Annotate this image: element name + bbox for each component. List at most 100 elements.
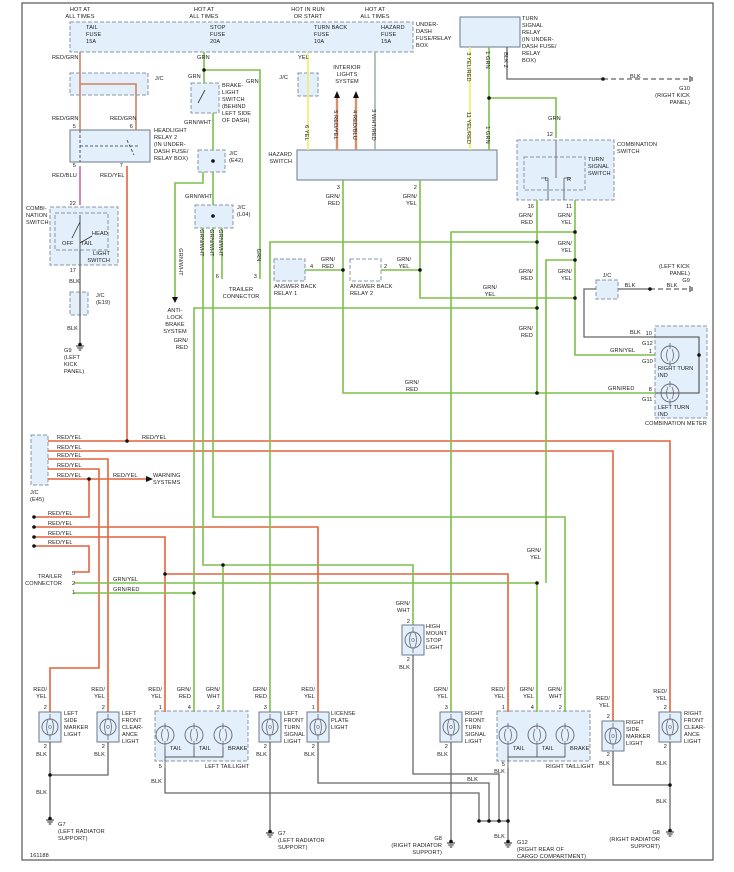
- label-line: LIGHT: [684, 739, 701, 745]
- label-line: SWITCH: [588, 171, 611, 177]
- wire-label: GRN/WHT: [548, 687, 563, 700]
- pin-number: 2: [72, 581, 75, 587]
- answer-back-relay-1: [273, 258, 306, 282]
- pin-number: 4: [310, 264, 313, 270]
- label-line: RELAY 1: [274, 291, 297, 297]
- label-line: RED: [176, 345, 188, 351]
- pin-number: 2: [414, 185, 417, 191]
- label-line: TURN: [522, 16, 538, 22]
- label-line: ALL TIMES: [65, 14, 94, 20]
- tail-label: TAIL: [513, 746, 525, 752]
- brake-label: BRAKE: [570, 746, 590, 752]
- label-line: GRN/: [253, 687, 268, 693]
- pin-number: 2: [102, 705, 105, 711]
- label-line: HIGH: [426, 624, 440, 630]
- label-line: RELAY 2: [154, 135, 177, 141]
- wire-label: RED/YEL: [57, 453, 82, 459]
- label-line: FUSE/RELAY: [416, 36, 452, 42]
- label-line: FUSE: [86, 32, 101, 38]
- jc-label: J/C: [279, 75, 288, 81]
- label-line: 15A: [86, 39, 96, 45]
- label-line: SYSTEM: [335, 79, 359, 85]
- high-mount-stop-bulb-icon: [401, 624, 425, 656]
- label-line: G7: [58, 822, 66, 828]
- label-line: J/C: [96, 293, 105, 299]
- wire-label: GRN/RED: [326, 194, 341, 207]
- label-line: SUPPORT): [630, 844, 660, 850]
- label-line: LOCK: [167, 315, 183, 321]
- label-line: YEL: [36, 694, 47, 700]
- pin-number: 5: [502, 762, 505, 768]
- pin-number: 8: [649, 387, 652, 393]
- label-line: SIGNAL: [284, 732, 305, 738]
- label-line: RED/: [33, 687, 47, 693]
- label-line: RED: [406, 387, 418, 393]
- label-line: ANCE: [684, 732, 700, 738]
- ground-icon-g8: [446, 839, 456, 848]
- label-line: YEL: [151, 694, 162, 700]
- label-line: J/C: [30, 490, 39, 496]
- label-line: TURN: [588, 157, 604, 163]
- right-front-clearance-bulb-icon: [658, 711, 682, 743]
- pin-number: 2: [664, 705, 667, 711]
- label-line: TRAILER: [38, 574, 62, 580]
- label-line: PLATE: [331, 718, 349, 724]
- wire-label: GRN/WHT: [177, 248, 183, 276]
- label-line: G8: [434, 836, 442, 842]
- label-line: STOP: [210, 25, 226, 31]
- label-line: GRN/: [206, 687, 221, 693]
- label-line: GRN/: [403, 194, 418, 200]
- label-line: (LEFT: [64, 355, 81, 361]
- wire-label: RED/GRN: [52, 55, 79, 61]
- ground-icon-g10: [689, 76, 693, 82]
- label-line: G9: [682, 278, 690, 284]
- ground-icon-g7: [265, 829, 275, 838]
- label-line: TURN: [465, 725, 481, 731]
- pin-number: 16: [528, 204, 534, 210]
- label-line: J/C: [229, 151, 238, 157]
- label-line: GRN/: [558, 269, 573, 275]
- label-line: TAIL: [86, 25, 98, 31]
- label-line: MARKER: [626, 734, 651, 740]
- wire-label: GRN/YEL: [113, 577, 138, 583]
- label-line: HEADLIGHT: [154, 128, 187, 134]
- jc-e45-label: J/C(E45): [30, 490, 44, 503]
- label-line: CARGO COMPARTMENT): [517, 854, 586, 860]
- label-line: WHT: [549, 694, 563, 700]
- lamps: [38, 342, 682, 768]
- wire-label: RED/YEL: [91, 687, 105, 700]
- pin-number: 2: [102, 744, 105, 750]
- label-line: YEL: [304, 694, 315, 700]
- wire-label: RED/YEL: [142, 435, 167, 441]
- label-line: NATION: [26, 213, 47, 219]
- label-line: LEFT TURN: [658, 405, 689, 411]
- pin-number: 3: [337, 185, 340, 191]
- label-line: (L04): [237, 212, 251, 218]
- wire-label: 3 WHT/RED: [370, 109, 376, 141]
- label-line: DASH FUSE/: [154, 149, 189, 155]
- label-line: SUPPORT): [412, 850, 442, 856]
- turn-signal-relay: [459, 16, 521, 48]
- label-line: INTERIOR: [333, 65, 361, 71]
- label-line: GRN/: [396, 601, 411, 607]
- label-line: OR START: [294, 14, 323, 20]
- pin-number: 1: [72, 590, 75, 596]
- wire-label: BLK: [69, 279, 80, 285]
- label-line: (IN UNDER-: [154, 142, 186, 148]
- label-line: IND: [658, 412, 668, 418]
- label-line: PANEL): [670, 271, 690, 277]
- label-line: RED: [521, 276, 533, 282]
- wire-label: GRN/WHT: [206, 687, 221, 700]
- label-line: FUSE: [210, 32, 225, 38]
